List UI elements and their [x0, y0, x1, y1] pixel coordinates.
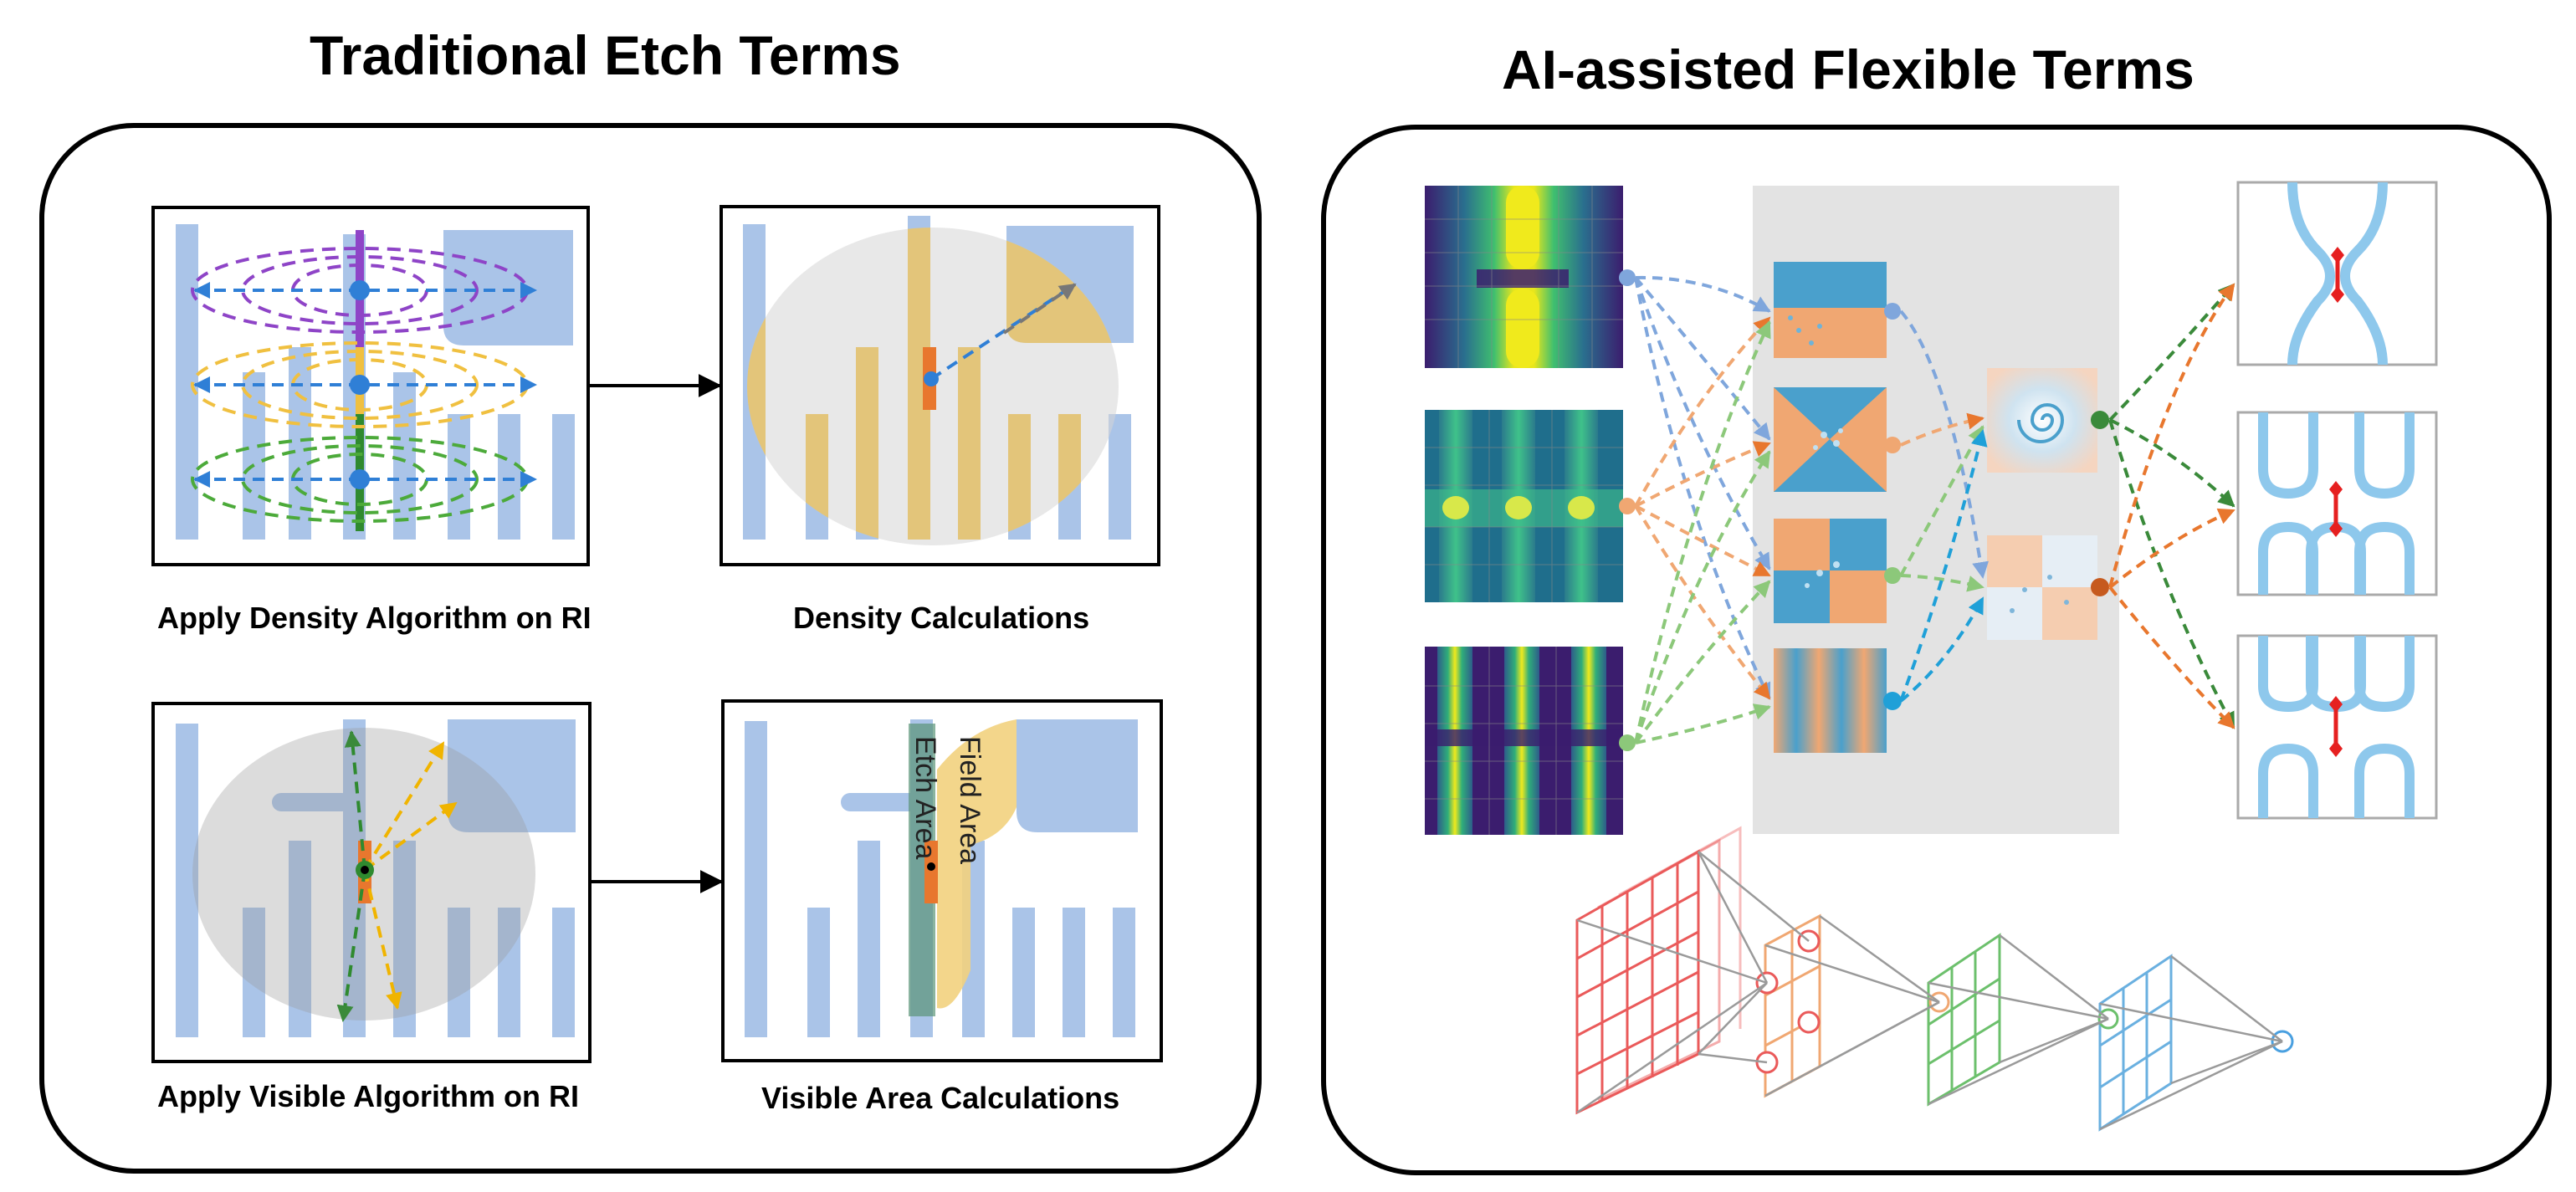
visible-calculations-box: Field Area Etch Area — [721, 699, 1163, 1062]
feature-map-4 — [1774, 648, 1887, 753]
visible-algorithm-caption: Apply Visible Algorithm on RI — [157, 1079, 580, 1113]
density-calculations-box — [720, 205, 1160, 566]
etch-area-label: Etch Area — [909, 736, 941, 860]
input-heatmap-3 — [1425, 647, 1623, 835]
density-algorithm-caption: Apply Density Algorithm on RI — [157, 601, 592, 635]
density-algorithm-box — [151, 206, 590, 566]
node-fm-1 — [1884, 303, 1901, 320]
feature-map-3 — [1774, 519, 1887, 623]
output-pattern-1 — [2236, 181, 2438, 366]
node-fm-3 — [1884, 567, 1901, 584]
left-panel-title: Traditional Etch Terms — [310, 24, 901, 86]
node-fm-6 — [2091, 578, 2109, 596]
feature-map-6 — [1987, 535, 2097, 640]
input-heatmap-2 — [1425, 410, 1623, 602]
node-input-1 — [1619, 269, 1636, 286]
input-heatmap-1 — [1425, 186, 1623, 368]
feature-map-5 — [1987, 368, 2097, 473]
visible-algorithm-box — [151, 702, 592, 1063]
neural-network-illustration — [1575, 826, 2294, 1132]
node-fm-2 — [1884, 437, 1901, 453]
field-area-label: Field Area — [954, 736, 986, 864]
feature-map-2 — [1774, 387, 1887, 492]
visible-calculations-caption: Visible Area Calculations — [761, 1081, 1120, 1115]
node-input-3 — [1619, 734, 1636, 751]
node-fm-5 — [2091, 411, 2109, 429]
feature-map-1 — [1774, 262, 1887, 358]
node-input-2 — [1619, 498, 1636, 514]
density-calculations-caption: Density Calculations — [793, 601, 1090, 635]
output-pattern-2 — [2236, 411, 2438, 596]
right-panel-title: AI-assisted Flexible Terms — [1502, 38, 2194, 100]
output-pattern-3 — [2236, 634, 2438, 820]
node-fm-4 — [1883, 692, 1902, 710]
